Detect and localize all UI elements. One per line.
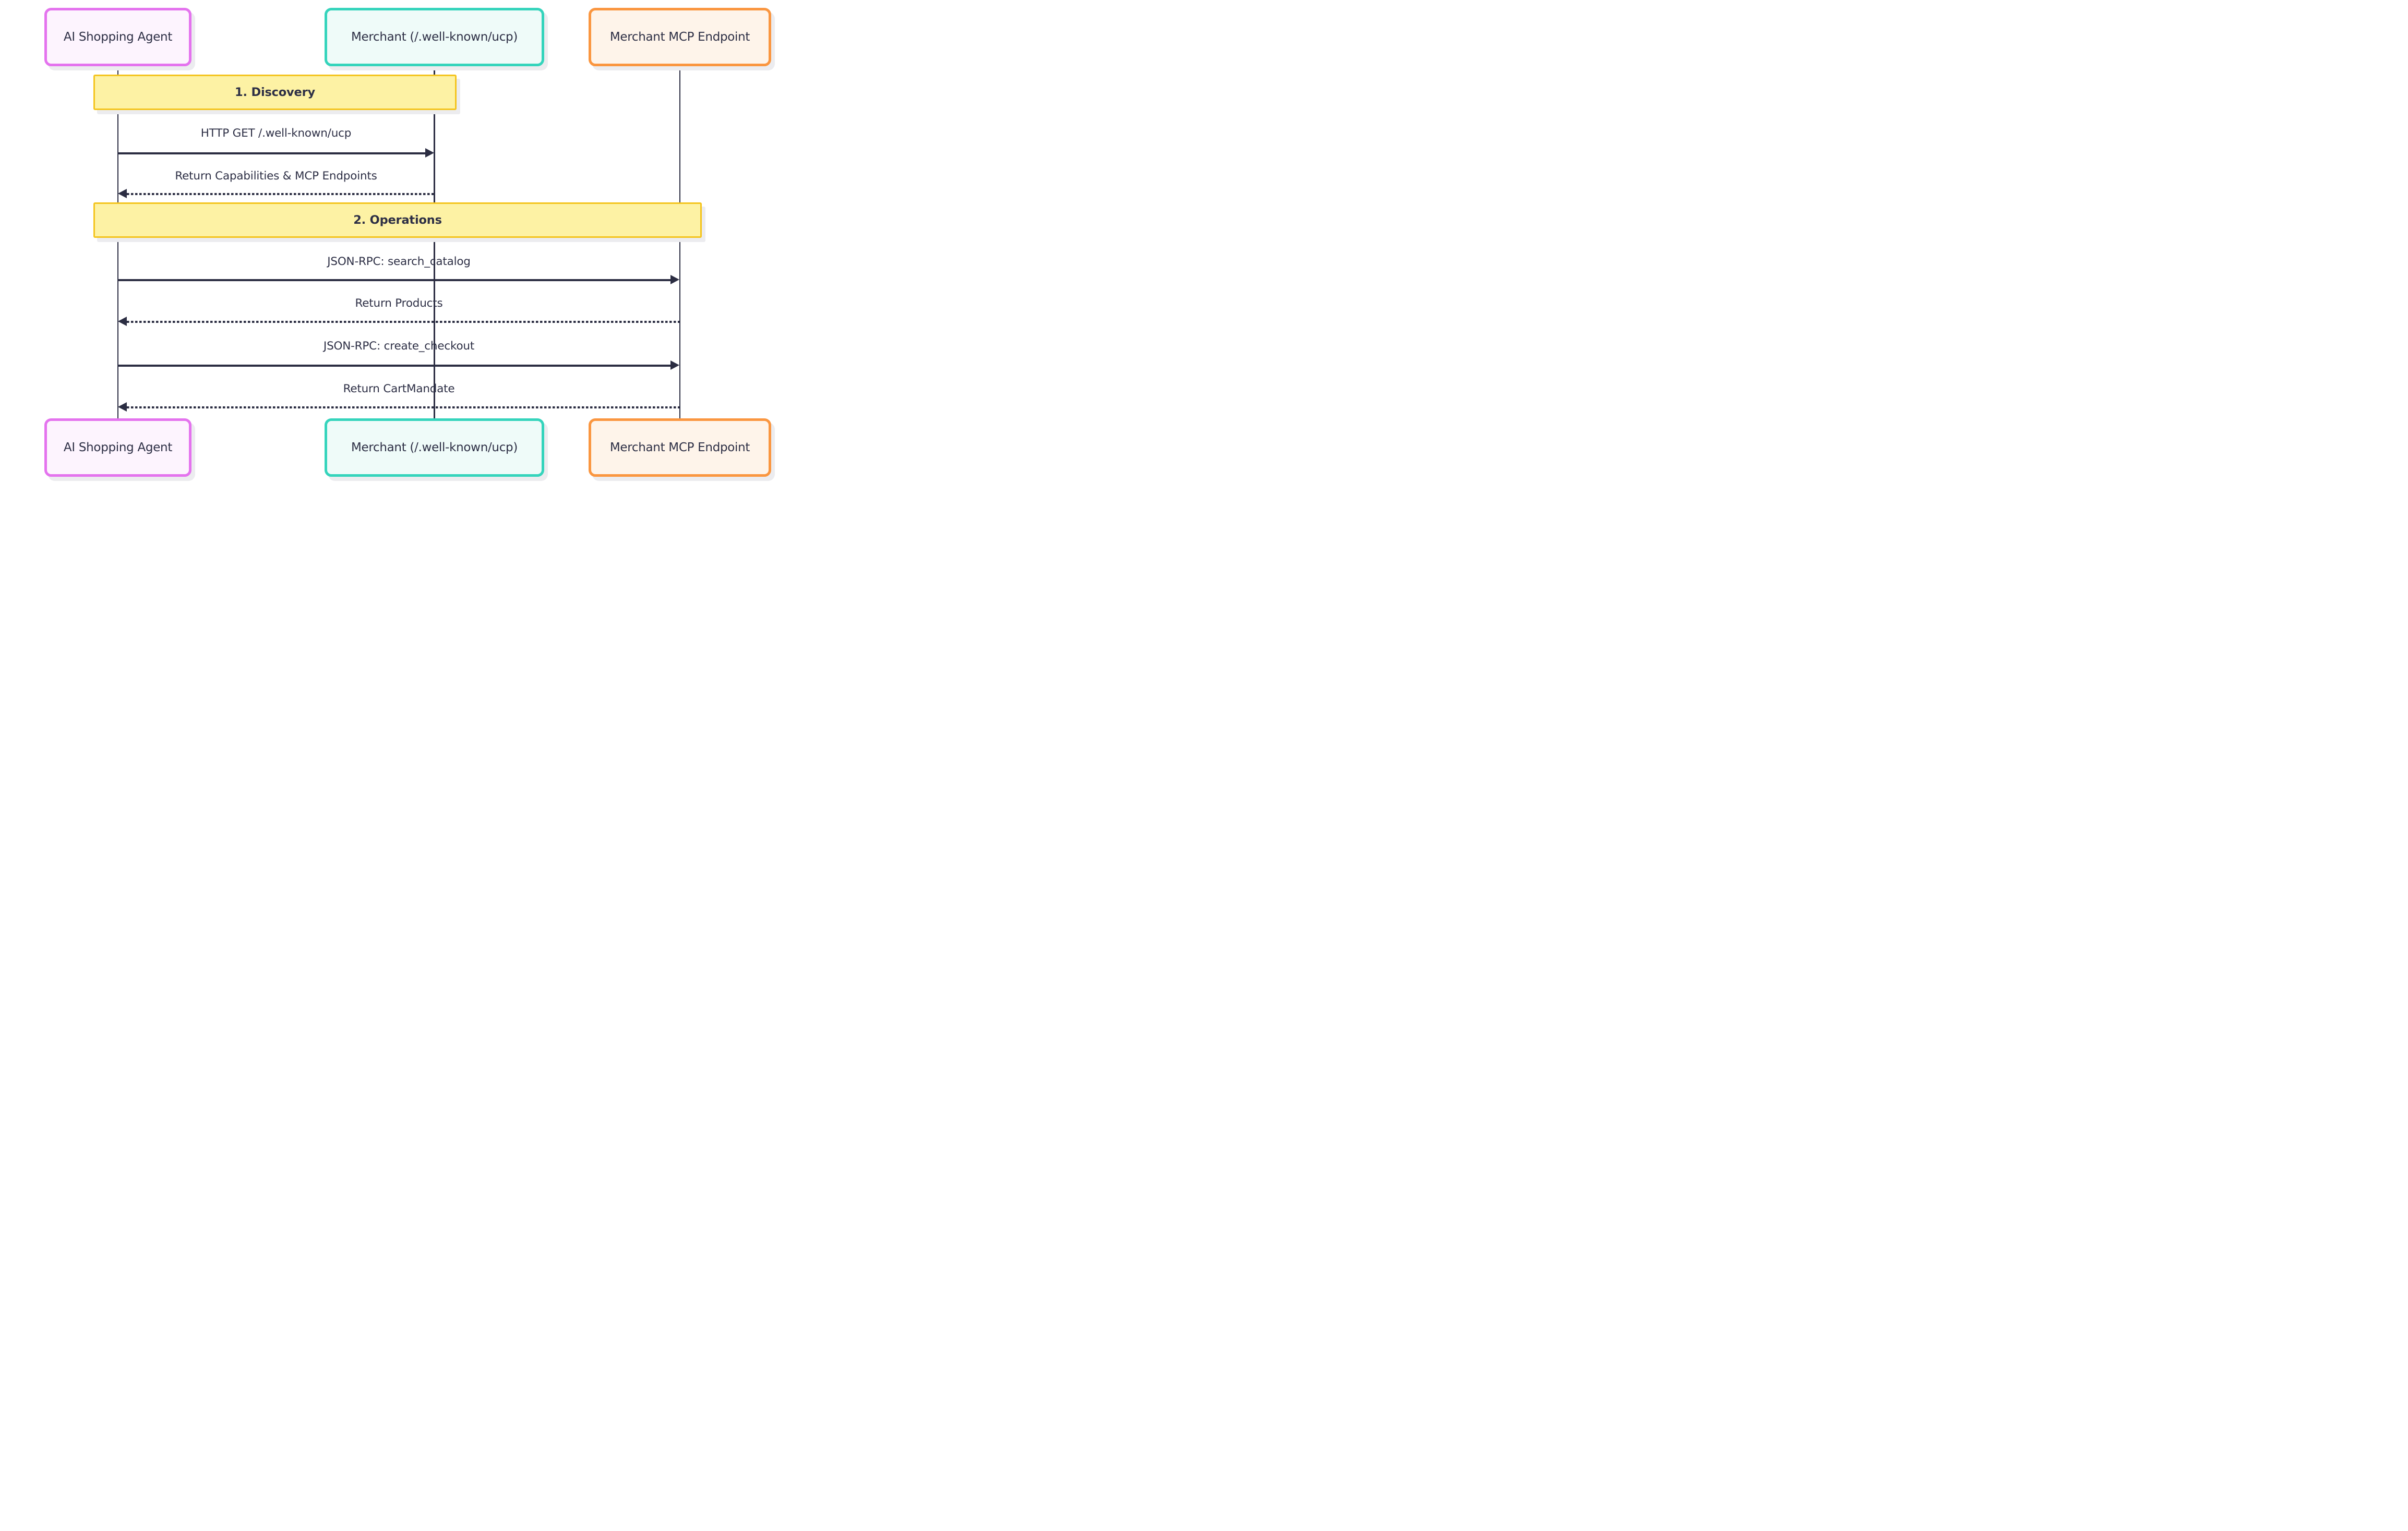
message-label-http-get: HTTP GET /.well-known/ucp: [200, 127, 352, 140]
lifeline-merchant: [434, 66, 435, 418]
section-label: 1. Discovery: [235, 86, 315, 99]
arrowhead-left-icon: [118, 189, 127, 198]
arrowhead-left-icon: [118, 317, 127, 326]
lifeline-merchant-mcp: [679, 66, 680, 418]
actor-top-merchant-well-known-ucp: Merchant (/.well-known/ucp): [325, 8, 544, 66]
actor-label: AI Shopping Agent: [63, 441, 173, 454]
arrow-return-cartmandate: [127, 406, 679, 408]
arrow-http-get: [118, 152, 426, 154]
actor-bottom-merchant-well-known-ucp: Merchant (/.well-known/ucp): [325, 418, 544, 477]
actor-bottom-merchant-mcp-endpoint: Merchant MCP Endpoint: [589, 418, 771, 477]
actor-label: Merchant (/.well-known/ucp): [351, 30, 518, 44]
arrow-create-checkout: [118, 365, 671, 367]
arrowhead-right-icon: [670, 275, 679, 284]
section-banner-discovery: 1. Discovery: [93, 75, 457, 110]
actor-top-merchant-mcp-endpoint: Merchant MCP Endpoint: [589, 8, 771, 66]
actor-label: Merchant MCP Endpoint: [609, 30, 750, 44]
actor-label: Merchant MCP Endpoint: [609, 441, 750, 454]
sequence-diagram: AI Shopping Agent Merchant (/.well-known…: [0, 0, 802, 510]
actor-label: Merchant (/.well-known/ucp): [351, 441, 518, 454]
message-label-return-products: Return Products: [355, 297, 443, 310]
message-label-search-catalog: JSON-RPC: search_catalog: [327, 255, 471, 268]
arrow-search-catalog: [118, 279, 671, 281]
lifeline-ai-shopping-agent: [117, 66, 118, 418]
message-label-return-cartmandate: Return CartMandate: [343, 382, 455, 395]
actor-bottom-ai-shopping-agent: AI Shopping Agent: [44, 418, 191, 477]
message-label-return-capabilities: Return Capabilities & MCP Endpoints: [175, 170, 377, 183]
arrowhead-right-icon: [670, 360, 679, 370]
actor-label: AI Shopping Agent: [63, 30, 173, 44]
section-banner-operations: 2. Operations: [93, 202, 702, 238]
arrow-return-products: [127, 321, 679, 323]
arrowhead-right-icon: [425, 148, 434, 158]
section-label: 2. Operations: [353, 213, 442, 227]
arrowhead-left-icon: [118, 402, 127, 412]
arrow-return-capabilities: [127, 193, 434, 195]
actor-top-ai-shopping-agent: AI Shopping Agent: [44, 8, 191, 66]
message-label-create-checkout: JSON-RPC: create_checkout: [323, 340, 475, 353]
